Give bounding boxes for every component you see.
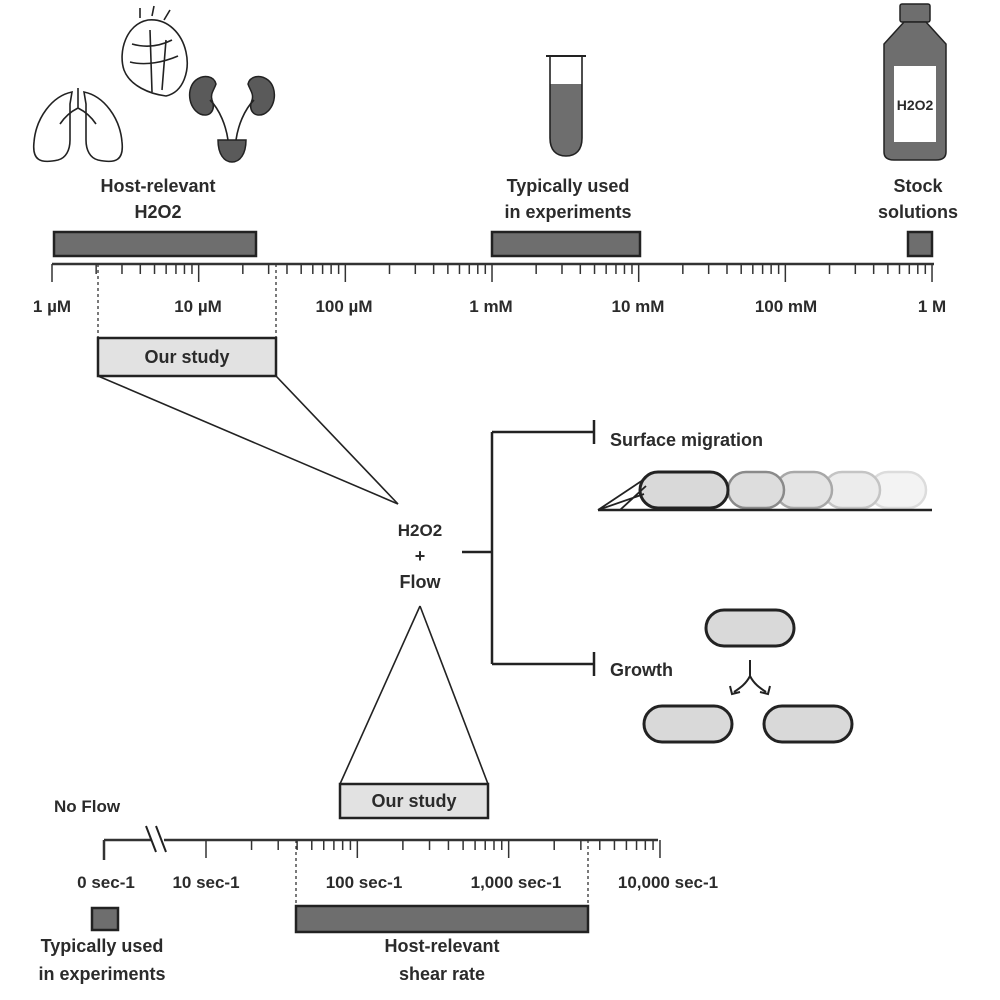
stock-label-1: Stock (893, 176, 943, 196)
kidneys-icon (188, 75, 276, 163)
h2o2-flow-label: H2O2 + Flow (398, 521, 442, 592)
host-relevant-shear-bar (294, 904, 590, 934)
axis-label-100um: 100 µM (315, 297, 372, 316)
our-study-box-bottom (338, 782, 490, 820)
host-relevant-shear-label-1: Host-relevant (384, 936, 499, 956)
bottle-label: H2O2 (897, 97, 934, 113)
surface-migration-graphic (597, 470, 932, 512)
axis-label-100mm: 100 mM (755, 297, 817, 316)
svg-text:H2O2: H2O2 (398, 521, 442, 540)
growth-graphic (642, 608, 854, 744)
shear-label-10: 10 sec-1 (172, 873, 239, 892)
host-relevant-bar (52, 230, 258, 258)
svg-text:+: + (415, 546, 426, 566)
stock-bottle-icon: H2O2 (883, 3, 947, 161)
axis-label-1um: 1 µM (33, 297, 71, 316)
concentration-axis-ticks (51, 264, 933, 282)
typically-used-label-2: in experiments (504, 202, 631, 222)
bacterium-icon (638, 470, 730, 510)
shear-axis (102, 825, 658, 860)
branch-connector (462, 420, 596, 676)
surface-migration-label: Surface migration (610, 430, 763, 450)
axis-label-1mm: 1 mM (469, 297, 512, 316)
host-relevant-label-2: H2O2 (134, 202, 181, 222)
our-study-label-top: Our study (144, 347, 229, 367)
typically-used-shear-bar (90, 906, 120, 932)
typically-used-label-1: Typically used (507, 176, 630, 196)
axis-label-1m: 1 M (918, 297, 946, 316)
shear-label-10000: 10,000 sec-1 (618, 873, 718, 892)
bacterium-icon (704, 608, 796, 648)
typically-used-shear-label-2: in experiments (38, 964, 165, 984)
host-relevant-label-1: Host-relevant (100, 176, 215, 196)
our-study-box-top (96, 336, 278, 378)
stock-label-2: solutions (878, 202, 958, 222)
no-flow-label: No Flow (54, 797, 121, 816)
stock-bar (906, 230, 934, 258)
bacterium-icon (762, 704, 854, 744)
heart-icon (121, 5, 188, 97)
bacterium-icon (642, 704, 734, 744)
lungs-icon (32, 88, 124, 163)
shear-axis-ticks (205, 840, 661, 858)
shear-label-0: 0 sec-1 (77, 873, 135, 892)
host-relevant-shear-label-2: shear rate (399, 964, 485, 984)
axis-label-10mm: 10 mM (612, 297, 665, 316)
typically-used-shear-label-1: Typically used (41, 936, 164, 956)
svg-text:Flow: Flow (400, 572, 442, 592)
our-study-label-bottom: Our study (371, 791, 456, 811)
shear-label-100: 100 sec-1 (326, 873, 403, 892)
growth-label: Growth (610, 660, 673, 680)
test-tube-icon (546, 55, 586, 157)
typically-used-bar (490, 230, 642, 258)
shear-label-1000: 1,000 sec-1 (471, 873, 562, 892)
axis-label-10um: 10 µM (174, 297, 222, 316)
